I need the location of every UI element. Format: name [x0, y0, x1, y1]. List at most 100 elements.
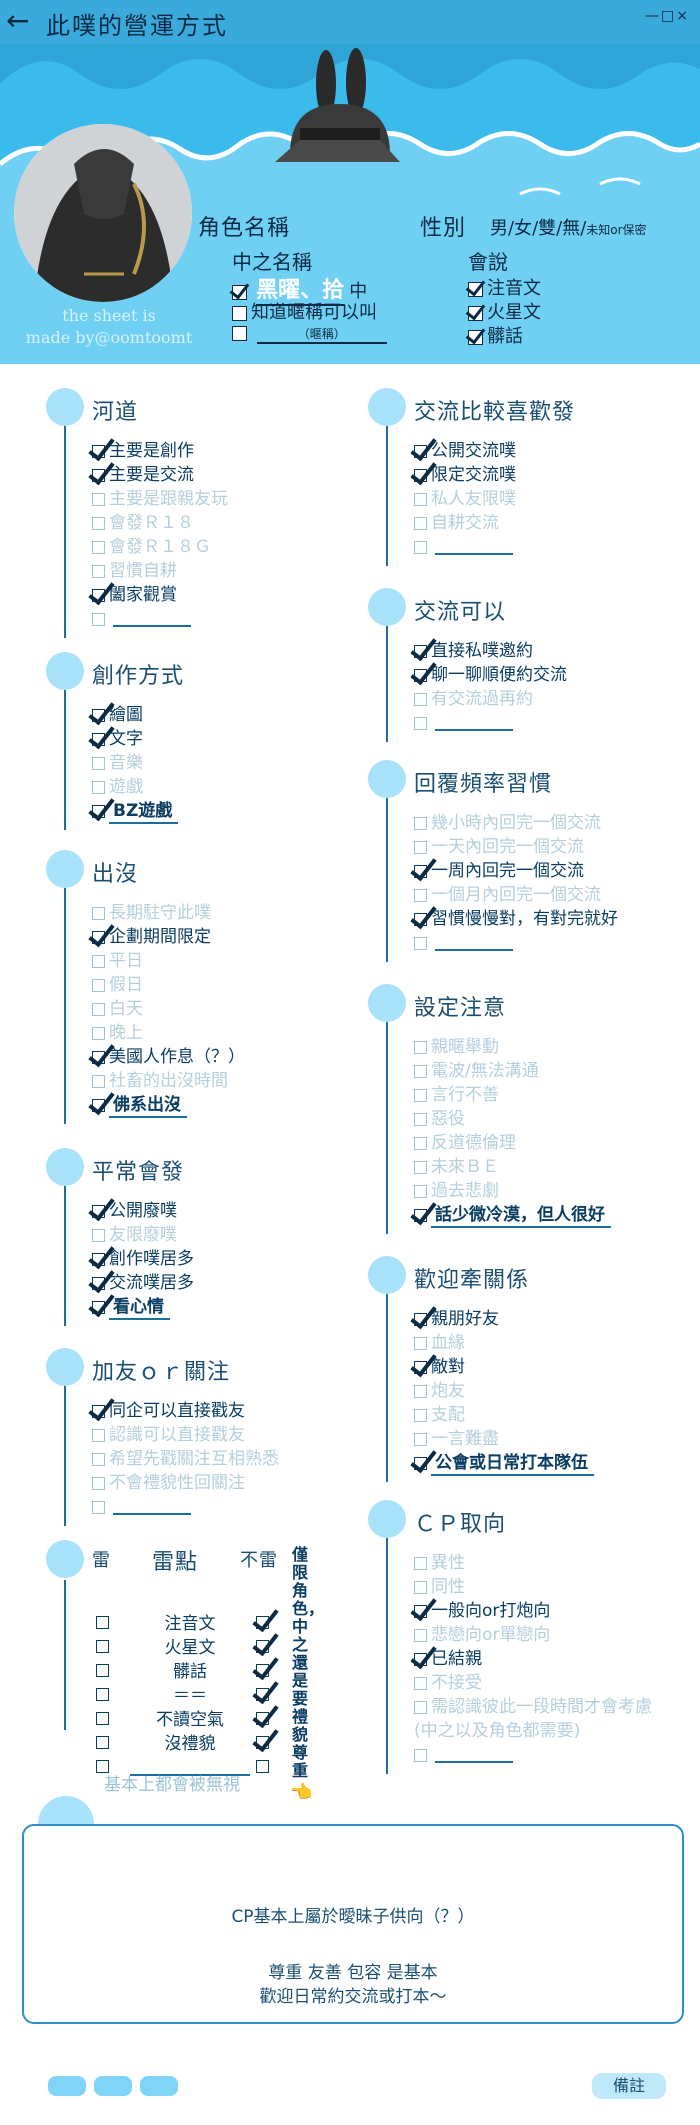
checkbox[interactable] — [92, 906, 105, 920]
checked-checkbox[interactable] — [414, 644, 427, 658]
option-item[interactable]: 一言難盡 — [414, 1428, 499, 1450]
checked-checkbox[interactable] — [414, 1652, 427, 1666]
option-item[interactable] — [92, 1496, 191, 1518]
remark-button[interactable]: 備註 — [592, 2073, 666, 2099]
option-item[interactable]: 反道德倫理 — [414, 1132, 516, 1154]
thunder-checkbox[interactable] — [96, 1616, 109, 1629]
checked-checkbox[interactable] — [414, 1456, 427, 1470]
checkbox[interactable] — [414, 816, 427, 830]
checked-checkbox[interactable] — [92, 804, 105, 818]
option-item[interactable]: 晚上 — [92, 1022, 143, 1044]
checkbox[interactable] — [414, 1748, 427, 1762]
option-item[interactable]: 希望先戳關注互相熟悉 — [92, 1448, 279, 1470]
speaks-item[interactable]: 注音文 — [468, 274, 541, 300]
checkbox[interactable] — [414, 1136, 427, 1150]
option-item[interactable]: 自耕交流 — [414, 512, 499, 534]
option-item[interactable]: 闔家觀賞 — [92, 584, 177, 606]
checked-checkbox[interactable] — [92, 444, 105, 458]
checked-checkbox[interactable] — [92, 1050, 105, 1064]
not-thunder-checkbox[interactable] — [256, 1760, 269, 1773]
option-item[interactable]: 公開交流噗 — [414, 440, 516, 462]
checkbox[interactable] — [414, 1112, 427, 1126]
option-item[interactable] — [414, 712, 513, 734]
option-item[interactable]: 需認識彼此一段時間才會考慮 — [414, 1696, 652, 1718]
option-item[interactable]: 主要是跟親友玩 — [92, 488, 228, 510]
checked-checkbox[interactable] — [414, 668, 427, 682]
checkbox[interactable] — [92, 780, 105, 794]
checked-checkbox[interactable] — [92, 1404, 105, 1418]
option-item[interactable]: 一個月內回完一個交流 — [414, 884, 601, 906]
option-item[interactable]: 炮友 — [414, 1380, 465, 1402]
not-thunder-checkbox[interactable] — [256, 1640, 269, 1653]
option-item[interactable]: 不會禮貌性回關注 — [92, 1472, 245, 1494]
option-item[interactable]: 長期駐守此噗 — [92, 902, 211, 924]
checked-checkbox[interactable] — [92, 1300, 105, 1314]
checkbox[interactable] — [414, 1628, 427, 1642]
option-item[interactable]: BZ遊戲 — [92, 800, 179, 824]
checkbox[interactable] — [92, 1476, 105, 1490]
option-item[interactable]: 言行不善 — [414, 1084, 499, 1106]
option-item[interactable]: 同性 — [414, 1576, 465, 1598]
option-item[interactable]: 美國人作息（？） — [92, 1046, 245, 1068]
checkbox[interactable] — [414, 492, 427, 506]
checked-checkbox[interactable] — [92, 1276, 105, 1290]
nickname-checkbox[interactable] — [232, 305, 247, 321]
checkbox[interactable] — [92, 1026, 105, 1040]
checked-checkbox[interactable] — [92, 732, 105, 746]
option-item[interactable]: 一周內回完一個交流 — [414, 860, 584, 882]
checked-checkbox[interactable] — [92, 588, 105, 602]
checked-checkbox[interactable] — [92, 1098, 105, 1112]
checkbox[interactable] — [92, 516, 105, 530]
option-item[interactable]: 主要是創作 — [92, 440, 194, 462]
thunder-checkbox[interactable] — [96, 1736, 109, 1749]
checkbox[interactable] — [414, 1408, 427, 1422]
not-thunder-checkbox[interactable] — [256, 1712, 269, 1725]
checked-checkbox[interactable] — [414, 444, 427, 458]
option-item[interactable]: 企劃期間限定 — [92, 926, 211, 948]
option-item[interactable]: 假日 — [92, 974, 143, 996]
checkbox[interactable] — [414, 1040, 427, 1054]
option-item[interactable]: 遊戲 — [92, 776, 143, 798]
checkbox[interactable] — [92, 1074, 105, 1088]
option-item[interactable]: 話少微冷漠，但人很好 — [414, 1204, 611, 1228]
checked-checkbox[interactable] — [414, 1604, 427, 1618]
option-item[interactable]: 電波/無法溝通 — [414, 1060, 539, 1082]
checkbox[interactable] — [92, 612, 105, 626]
checked-checkbox[interactable] — [414, 864, 427, 878]
option-item[interactable] — [414, 536, 513, 558]
option-item[interactable]: 聊一聊順便約交流 — [414, 664, 567, 686]
option-item[interactable]: 同企可以直接戳友 — [92, 1400, 245, 1422]
option-item[interactable]: 會發Ｒ１８ — [92, 512, 194, 534]
checkbox[interactable] — [414, 716, 427, 730]
option-item[interactable]: 平日 — [92, 950, 143, 972]
thunder-checkbox[interactable] — [96, 1760, 109, 1773]
checked-checkbox[interactable] — [92, 930, 105, 944]
checkbox[interactable] — [92, 540, 105, 554]
checkbox[interactable] — [92, 1500, 105, 1514]
option-item[interactable]: 公會或日常打本隊伍 — [414, 1452, 594, 1476]
not-thunder-checkbox[interactable] — [256, 1664, 269, 1677]
option-item[interactable] — [92, 608, 191, 630]
option-item[interactable]: 支配 — [414, 1404, 465, 1426]
checkbox[interactable] — [414, 1556, 427, 1570]
checkbox[interactable] — [92, 1428, 105, 1442]
option-item[interactable]: 文字 — [92, 728, 143, 750]
footer-pill[interactable] — [94, 2076, 132, 2096]
option-item[interactable]: 親朋好友 — [414, 1308, 499, 1330]
checkbox[interactable] — [414, 1700, 427, 1714]
checkbox[interactable] — [414, 1336, 427, 1350]
checked-checkbox[interactable] — [92, 468, 105, 482]
checked-checkbox[interactable] — [414, 1208, 427, 1222]
name-checkbox[interactable] — [232, 285, 247, 300]
checkbox[interactable] — [414, 1160, 427, 1174]
checked-checkbox[interactable] — [414, 912, 427, 926]
option-item[interactable]: 直接私噗邀約 — [414, 640, 533, 662]
option-item[interactable]: 有交流過再約 — [414, 688, 533, 710]
option-item[interactable]: 公開廢噗 — [92, 1200, 177, 1222]
option-item[interactable]: 音樂 — [92, 752, 143, 774]
option-item[interactable]: 親暱舉動 — [414, 1036, 499, 1058]
checkbox[interactable] — [414, 1184, 427, 1198]
option-item[interactable]: 過去悲劇 — [414, 1180, 499, 1202]
option-item[interactable]: 限定交流噗 — [414, 464, 516, 486]
option-item[interactable]: 血緣 — [414, 1332, 465, 1354]
